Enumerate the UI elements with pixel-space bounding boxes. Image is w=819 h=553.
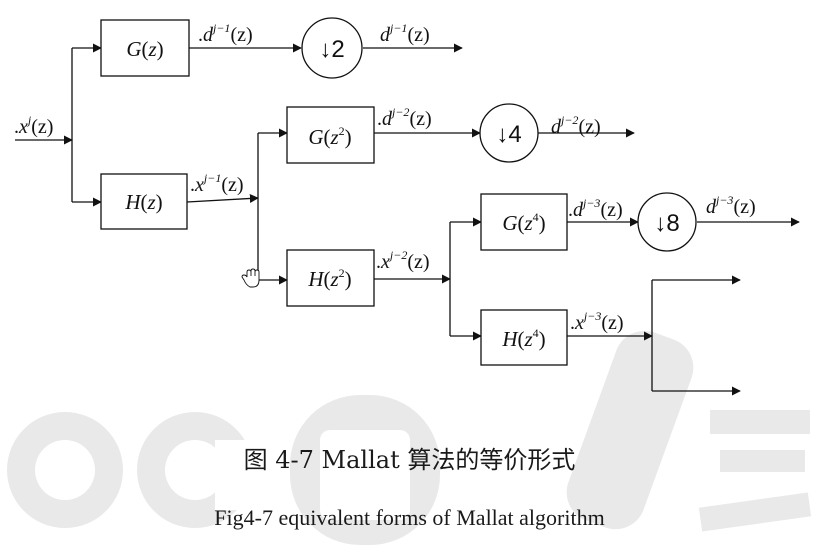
block-h3	[480, 309, 568, 366]
block-g3-label: G(z4)	[502, 210, 545, 235]
downsample-8-label: ↓8	[654, 210, 679, 237]
caption-chinese: 图 4-7 Mallat 算法的等价形式	[243, 446, 576, 474]
hand-cursor-icon	[241, 268, 260, 288]
watermark	[7, 330, 812, 545]
block-h2	[286, 249, 375, 307]
block-g1	[100, 19, 190, 77]
downsample-2-label: ↓2	[319, 36, 344, 63]
block-h3-label: H(z4)	[501, 326, 545, 351]
block-h2-label: H(z2)	[307, 266, 351, 291]
signal-d3-out: dj−3(z)	[706, 193, 756, 218]
signal-x2: .xj−2(z)	[376, 248, 430, 273]
downsample-4	[479, 103, 539, 163]
wires	[15, 43, 800, 396]
input-signal-label: .xj(z)	[14, 113, 53, 138]
caption-english: Fig4-7 equivalent forms of Mallat algori…	[214, 505, 605, 530]
block-g3	[480, 193, 568, 251]
downsample-8	[637, 192, 697, 252]
block-g1-label: G(z)	[126, 37, 163, 61]
signal-x1: .xj−1(z)	[190, 171, 244, 196]
signal-d2-out: dj−2(z)	[551, 113, 601, 138]
signal-d2-pre: .dj−2(z)	[377, 105, 432, 130]
block-h1-label: H(z)	[124, 190, 162, 214]
block-h1	[100, 173, 188, 230]
block-g2	[286, 106, 375, 164]
signal-d3-pre: .dj−3(z)	[568, 196, 623, 221]
signal-x3: .xj−3(z)	[570, 309, 624, 334]
block-g2-label: G(z2)	[308, 124, 351, 149]
downsample-4-label: ↓4	[496, 121, 521, 148]
signal-d1-out: dj−1(z)	[380, 21, 430, 46]
signal-d1-pre: .dj−1(z)	[198, 21, 253, 46]
downsample-2	[301, 17, 363, 79]
